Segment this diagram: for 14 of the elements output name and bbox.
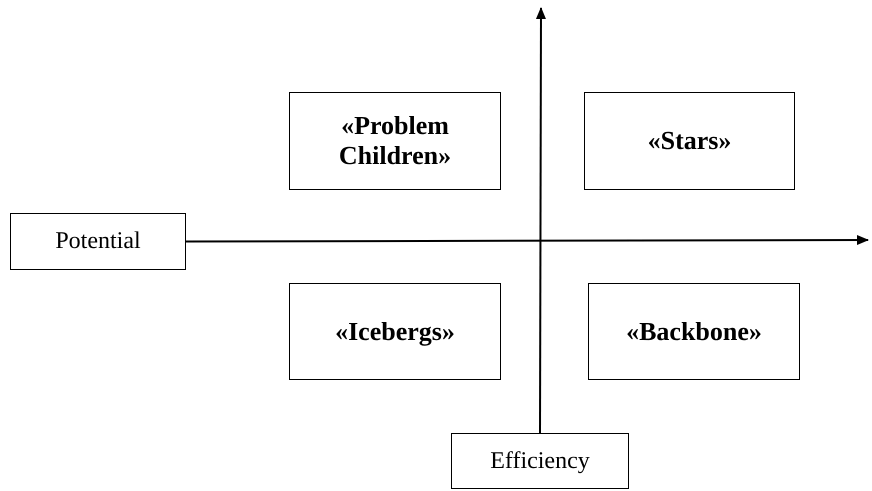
axis-label-box	[10, 213, 186, 270]
quadrant-box	[584, 92, 795, 190]
quadrant-label: «Stars»	[648, 126, 732, 156]
axis-label: Efficiency	[490, 448, 590, 474]
quadrant-box	[588, 283, 800, 380]
quadrant-label: «Backbone»	[626, 316, 762, 346]
axis-label-box	[451, 433, 629, 489]
quadrant-box	[289, 283, 501, 380]
quadrant-box	[289, 92, 501, 190]
axis-arrow	[536, 7, 546, 433]
quadrant-label: «Problem Children»	[338, 111, 452, 171]
axis-label: Potential	[55, 228, 141, 255]
axis-arrow	[186, 235, 869, 246]
quadrant-label: «Icebergs»	[335, 316, 455, 346]
